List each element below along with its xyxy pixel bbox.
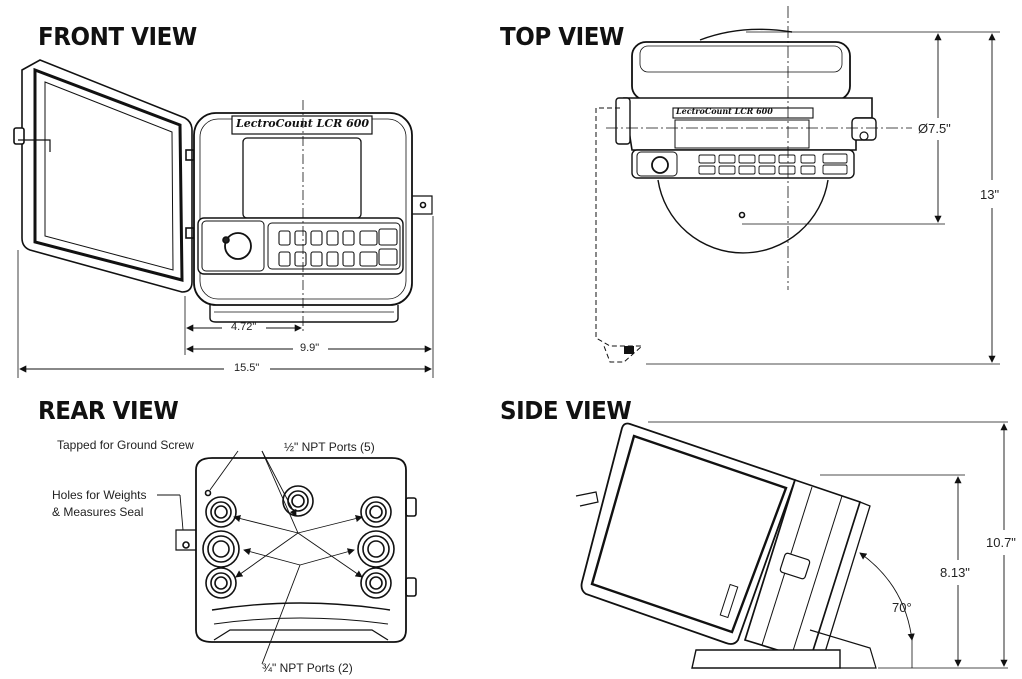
side-view-drawing [575, 421, 1008, 669]
front-view-drawing [13, 59, 434, 378]
note-weights-seal-1: Holes for Weights [52, 488, 147, 502]
note-three-quarter-npt-ports: ¾" NPT Ports (2) [262, 661, 353, 675]
dim-diameter-7-5: Ø7.5" [918, 121, 951, 136]
side-view-title: SIDE VIEW [500, 396, 632, 425]
rear-view-title: REAR VIEW [38, 396, 179, 425]
dim-overall-15-5: 15.5" [234, 362, 260, 374]
top-view-drawing [595, 6, 1000, 365]
dim-angle-70: 70° [892, 600, 912, 615]
dim-depth-13: 13" [980, 187, 1000, 202]
note-weights-seal-2: & Measures Seal [52, 505, 144, 519]
front-brand-label: LectroCount LCR 600 [236, 117, 370, 130]
note-half-npt-ports: ½" NPT Ports (5) [284, 440, 375, 454]
top-view-title: TOP VIEW [500, 22, 624, 51]
dim-height-8-13: 8.13" [940, 565, 970, 580]
front-view-title: FRONT VIEW [38, 22, 197, 51]
top-brand-label: LectroCount LCR 600 [676, 106, 773, 116]
dim-height-10-7: 10.7" [986, 535, 1016, 550]
rear-view-drawing [175, 457, 417, 643]
note-ground-screw: Tapped for Ground Screw [57, 438, 194, 452]
dim-center-4-72: 4.72" [231, 321, 257, 333]
dim-width-9-9: 9.9" [300, 342, 320, 354]
